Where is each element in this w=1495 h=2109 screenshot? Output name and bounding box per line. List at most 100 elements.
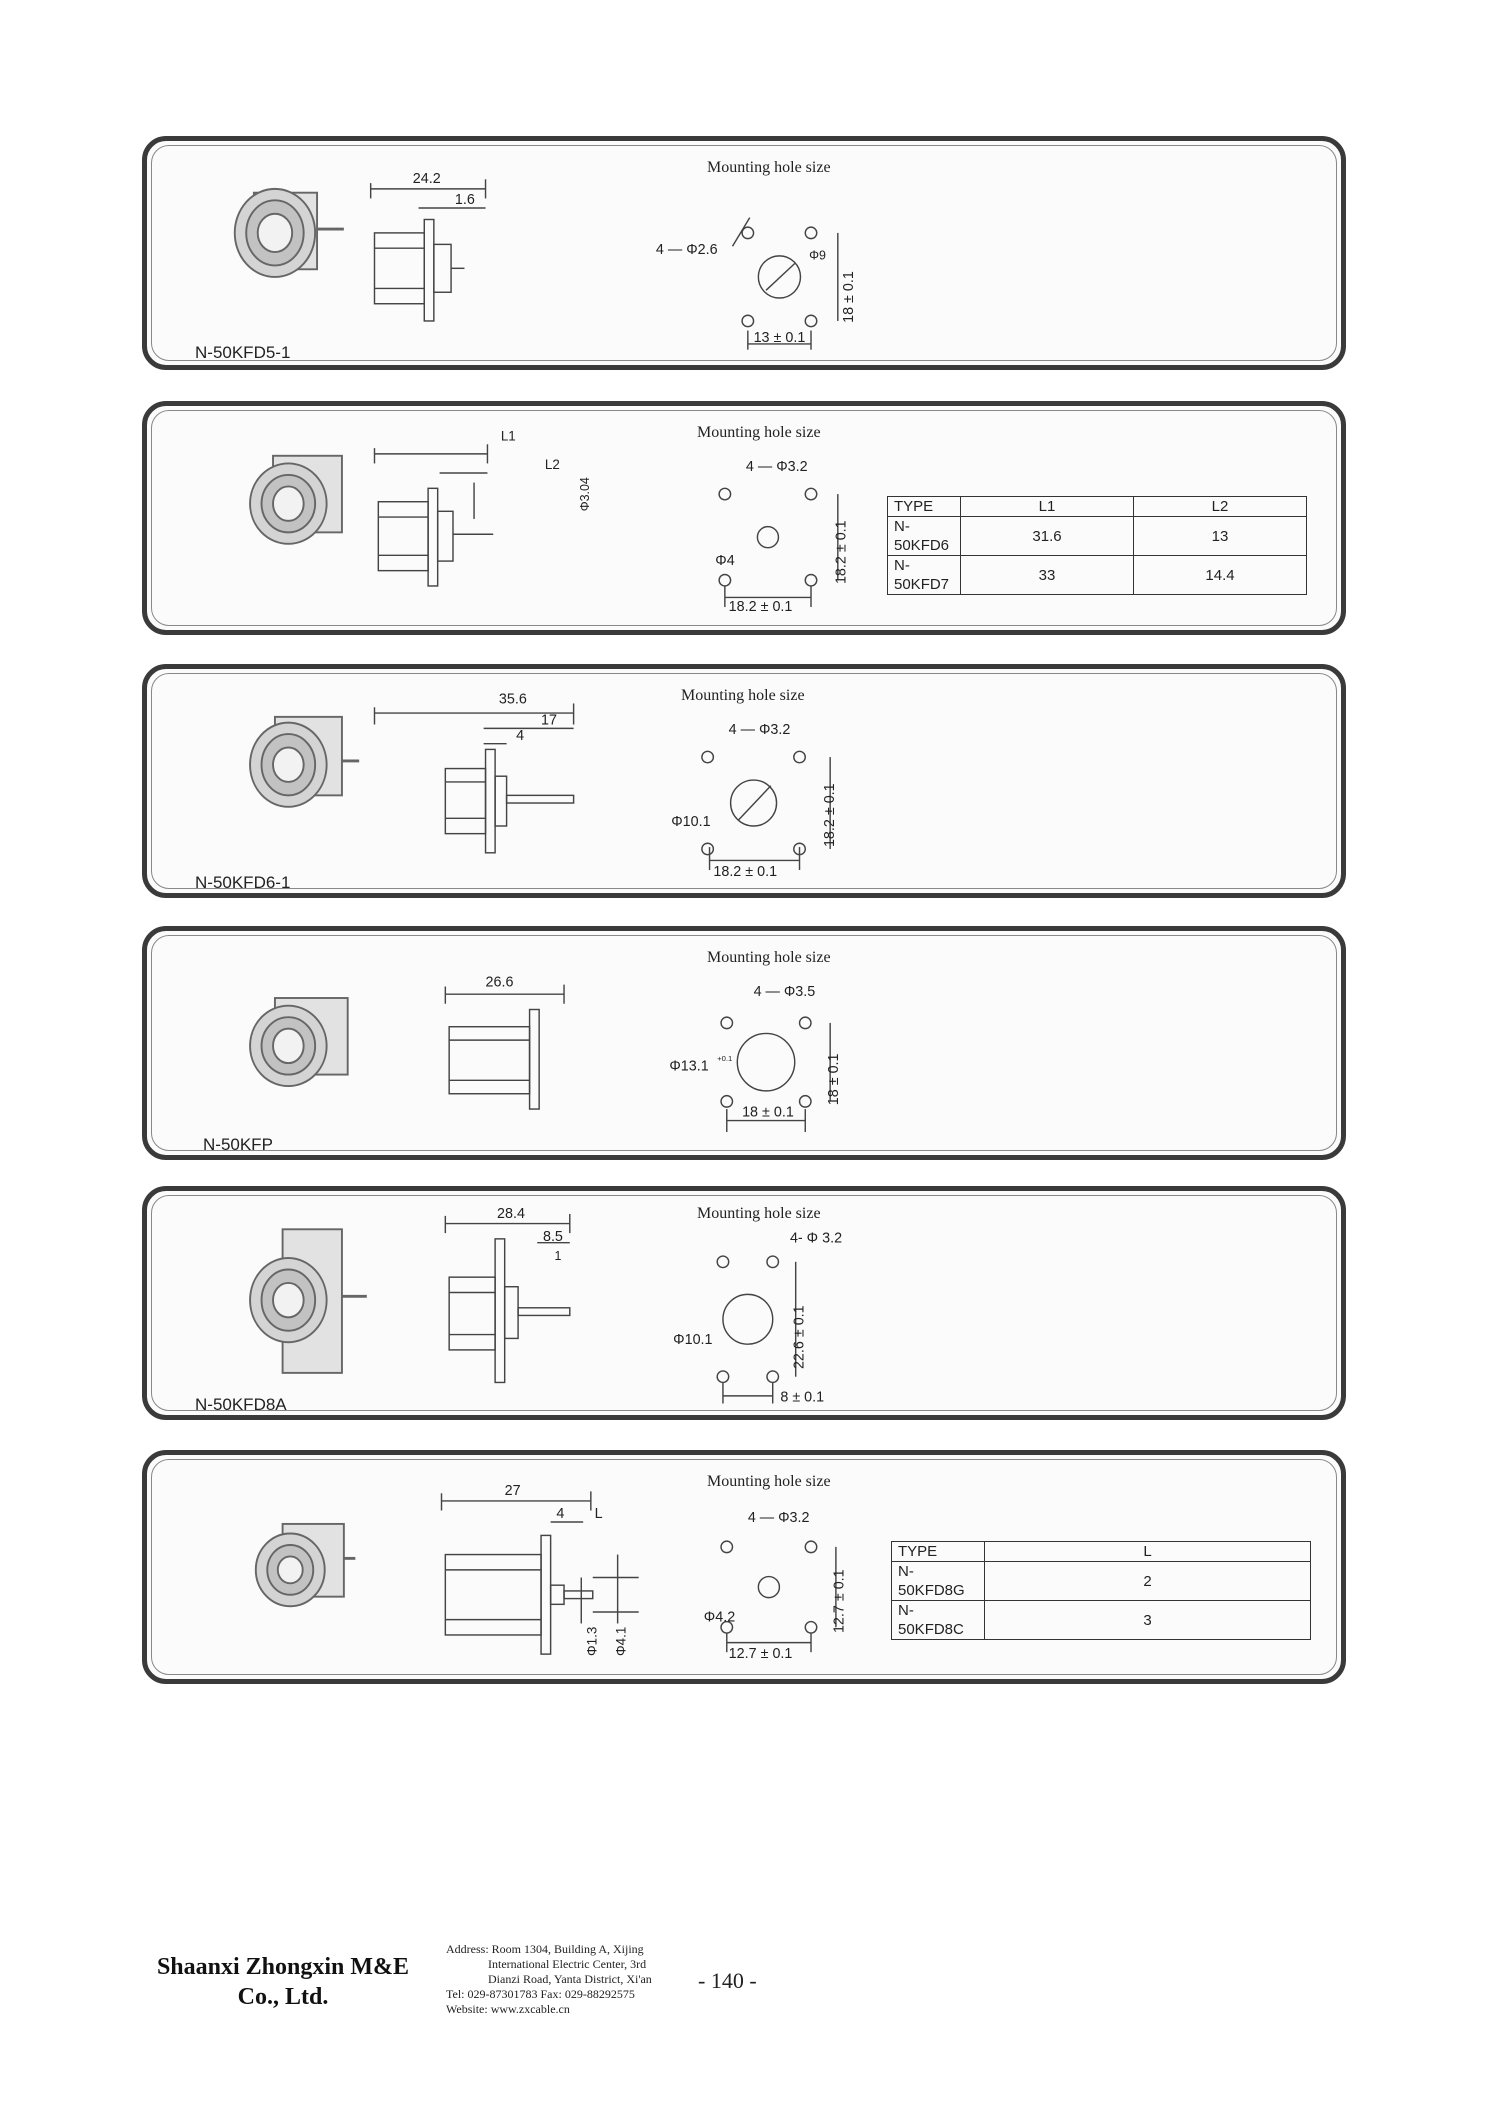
hole-count-diameter: 4- Φ 3.2 (790, 1231, 842, 1247)
panel-drawing: 35.6 17 4 4 — Φ3.2 Φ10.1 18.2 ± 0.1 18.2… (249, 691, 838, 880)
table-cell: N-50KFD6 (887, 516, 961, 556)
dim-overall-length: 26.6 (486, 975, 514, 991)
panel-inner-border (151, 410, 1337, 626)
hole-count-diameter: 4 — Φ3.2 (748, 1510, 810, 1526)
side-view-drawing (440, 1491, 639, 1655)
center-hole-diameter: Φ9 (809, 249, 826, 263)
dim-flange-offset: 1 (554, 1249, 561, 1263)
center-hole-diameter: Φ13.1 (669, 1059, 708, 1075)
table-cell: 2 (984, 1561, 1311, 1601)
connector-photo (233, 187, 344, 278)
address-line: Address: Room 1304, Building A, Xijing (446, 1942, 644, 1956)
product-panel-n50kfd6-7: L1 L2 Φ3.04 4 — Φ3.2 Φ4 18.2 ± 0.1 18.2 … (142, 401, 1346, 635)
hole-count-diameter: 4 — Φ3.2 (746, 459, 808, 475)
horizontal-spacing: 18.2 ± 0.1 (729, 599, 793, 615)
vertical-spacing: 22.6 ± 0.1 (791, 1305, 807, 1369)
center-hole-tolerance: +0.1 (717, 1054, 732, 1063)
table-row: N-50KFD7 33 14.4 (887, 555, 1307, 595)
dim-pin-diameter: Φ3.04 (578, 477, 592, 511)
panel-drawing: 24.2 1.6 4 — Φ2.6 Φ9 18 ± 0.1 13 ± 0.1 (233, 171, 857, 350)
model-name: N-50KFD8A (195, 1395, 287, 1414)
table-cell: 13 (1133, 516, 1307, 556)
table-header: TYPE (887, 496, 961, 517)
hole-count-diameter: 4 — Φ3.5 (754, 984, 816, 1000)
connector-photo (249, 454, 343, 545)
connector-photo (249, 715, 360, 808)
vertical-spacing: 12.7 ± 0.1 (832, 1569, 848, 1633)
side-view-drawing (444, 1213, 571, 1384)
dim-flange-offset: 4 (516, 728, 524, 744)
panel-inner-border (151, 1195, 1337, 1411)
mounting-hole-pattern (720, 1540, 837, 1653)
mounting-hole-title: Mounting hole size (707, 1473, 831, 1490)
horizontal-spacing: 18.2 ± 0.1 (713, 864, 777, 880)
horizontal-spacing: 8 ± 0.1 (780, 1390, 824, 1406)
product-panel-n50kfd8g-c: 27 4 L Φ1.3 Φ4.1 4 — Φ3.2 Φ4.2 12.7 ± 0.… (142, 1450, 1346, 1684)
vertical-spacing: 18 ± 0.1 (841, 271, 857, 323)
panel-inner-border (151, 673, 1337, 889)
vertical-spacing: 18.2 ± 0.1 (833, 520, 849, 584)
center-hole-diameter: Φ10.1 (673, 1332, 712, 1348)
mounting-hole-pattern (701, 750, 831, 871)
table-cell: 31.6 (960, 516, 1134, 556)
side-view-drawing (444, 984, 565, 1110)
panel-drawing: 26.6 4 — Φ3.5 Φ13.1 +0.1 18 ± 0.1 18 ± 0… (249, 975, 842, 1133)
dim-flange-offset: 4 (556, 1506, 564, 1522)
spec-table: TYPE L1 L2 N-50KFD6 31.6 13 N-50KFD7 33 … (887, 496, 1307, 595)
company-name-line: Shaanxi Zhongxin M&E (156, 1954, 410, 1980)
connector-photo (249, 1228, 367, 1374)
mounting-hole-pattern (720, 1016, 831, 1133)
hole-count-diameter: 4 — Φ3.2 (729, 722, 791, 738)
dim-l2: L2 (545, 457, 560, 472)
address-line: International Electric Center, 3rd (488, 1957, 647, 1971)
model-name: N-50KFP (203, 1135, 273, 1154)
table-cell: 33 (960, 555, 1134, 595)
contact-phone-fax: Tel: 029-87301783 Fax: 029-88292575 (446, 1987, 635, 2001)
table-cell: 3 (984, 1600, 1311, 1640)
side-view-drawing (373, 703, 575, 854)
horizontal-spacing: 18 ± 0.1 (742, 1105, 794, 1121)
dim-overall-length: 28.4 (497, 1206, 525, 1222)
mounting-hole-title: Mounting hole size (697, 1205, 821, 1222)
mounting-hole-pattern (716, 1255, 797, 1404)
table-header-row: TYPE L (891, 1541, 1311, 1562)
dim-dielectric-diameter: Φ4.1 (613, 1627, 628, 1656)
dim-pin-length: 8.5 (543, 1229, 563, 1245)
mounting-hole-pattern (718, 487, 839, 608)
connector-photo (249, 997, 349, 1088)
mounting-hole-pattern (731, 217, 839, 350)
hole-count-diameter: 4 — Φ2.6 (656, 242, 718, 258)
dim-pin-length: 17 (541, 713, 557, 729)
product-panel-n50kfd5-1: 24.2 1.6 4 — Φ2.6 Φ9 18 ± 0.1 13 ± 0.1 M… (142, 136, 1346, 370)
table-header: TYPE (891, 1541, 985, 1562)
company-name: Shaanxi Zhongxin M&E Co., Ltd. (138, 1952, 428, 2012)
table-header-row: TYPE L1 L2 (887, 496, 1307, 517)
panel-inner-border (151, 935, 1337, 1151)
table-header: L2 (1133, 496, 1307, 517)
table-header: L (984, 1541, 1311, 1562)
table-row: N-50KFD8G 2 (891, 1561, 1311, 1601)
panel-drawing: L1 L2 Φ3.04 4 — Φ3.2 Φ4 18.2 ± 0.1 18.2 … (249, 428, 849, 615)
product-panel-n50kfd8a: 28.4 8.5 1 4- Φ 3.2 Φ10.1 22.6 ± 0.1 8 ±… (142, 1186, 1346, 1420)
panel-inner-border (151, 1459, 1337, 1675)
horizontal-spacing: 12.7 ± 0.1 (729, 1646, 793, 1662)
address-line: Dianzi Road, Yanta District, Xi'an (488, 1972, 652, 1986)
side-view-drawing (369, 179, 487, 322)
connector-photo (254, 1522, 356, 1608)
dim-pin-diameter: Φ1.3 (585, 1627, 600, 1656)
model-name: N-50KFD5-1 (195, 343, 291, 362)
horizontal-spacing: 13 ± 0.1 (754, 330, 806, 346)
dim-l1: L1 (501, 428, 516, 443)
table-cell: 14.4 (1133, 555, 1307, 595)
vertical-spacing: 18.2 ± 0.1 (822, 783, 838, 847)
center-hole-diameter: Φ4 (715, 553, 734, 569)
center-hole-diameter: Φ4.2 (704, 1610, 735, 1626)
table-row: N-50KFD6 31.6 13 (887, 516, 1307, 556)
center-hole-diameter: Φ10.1 (671, 814, 710, 830)
panel-drawing: 27 4 L Φ1.3 Φ4.1 4 — Φ3.2 Φ4.2 12.7 ± 0.… (254, 1483, 848, 1662)
contact-website: Website: www.zxcable.cn (446, 2002, 570, 2016)
company-address: Address: Room 1304, Building A, Xijing I… (446, 1942, 686, 2017)
dim-l: L (595, 1506, 603, 1522)
company-name-line: Co., Ltd. (237, 1984, 329, 2010)
mounting-hole-title: Mounting hole size (681, 687, 805, 704)
